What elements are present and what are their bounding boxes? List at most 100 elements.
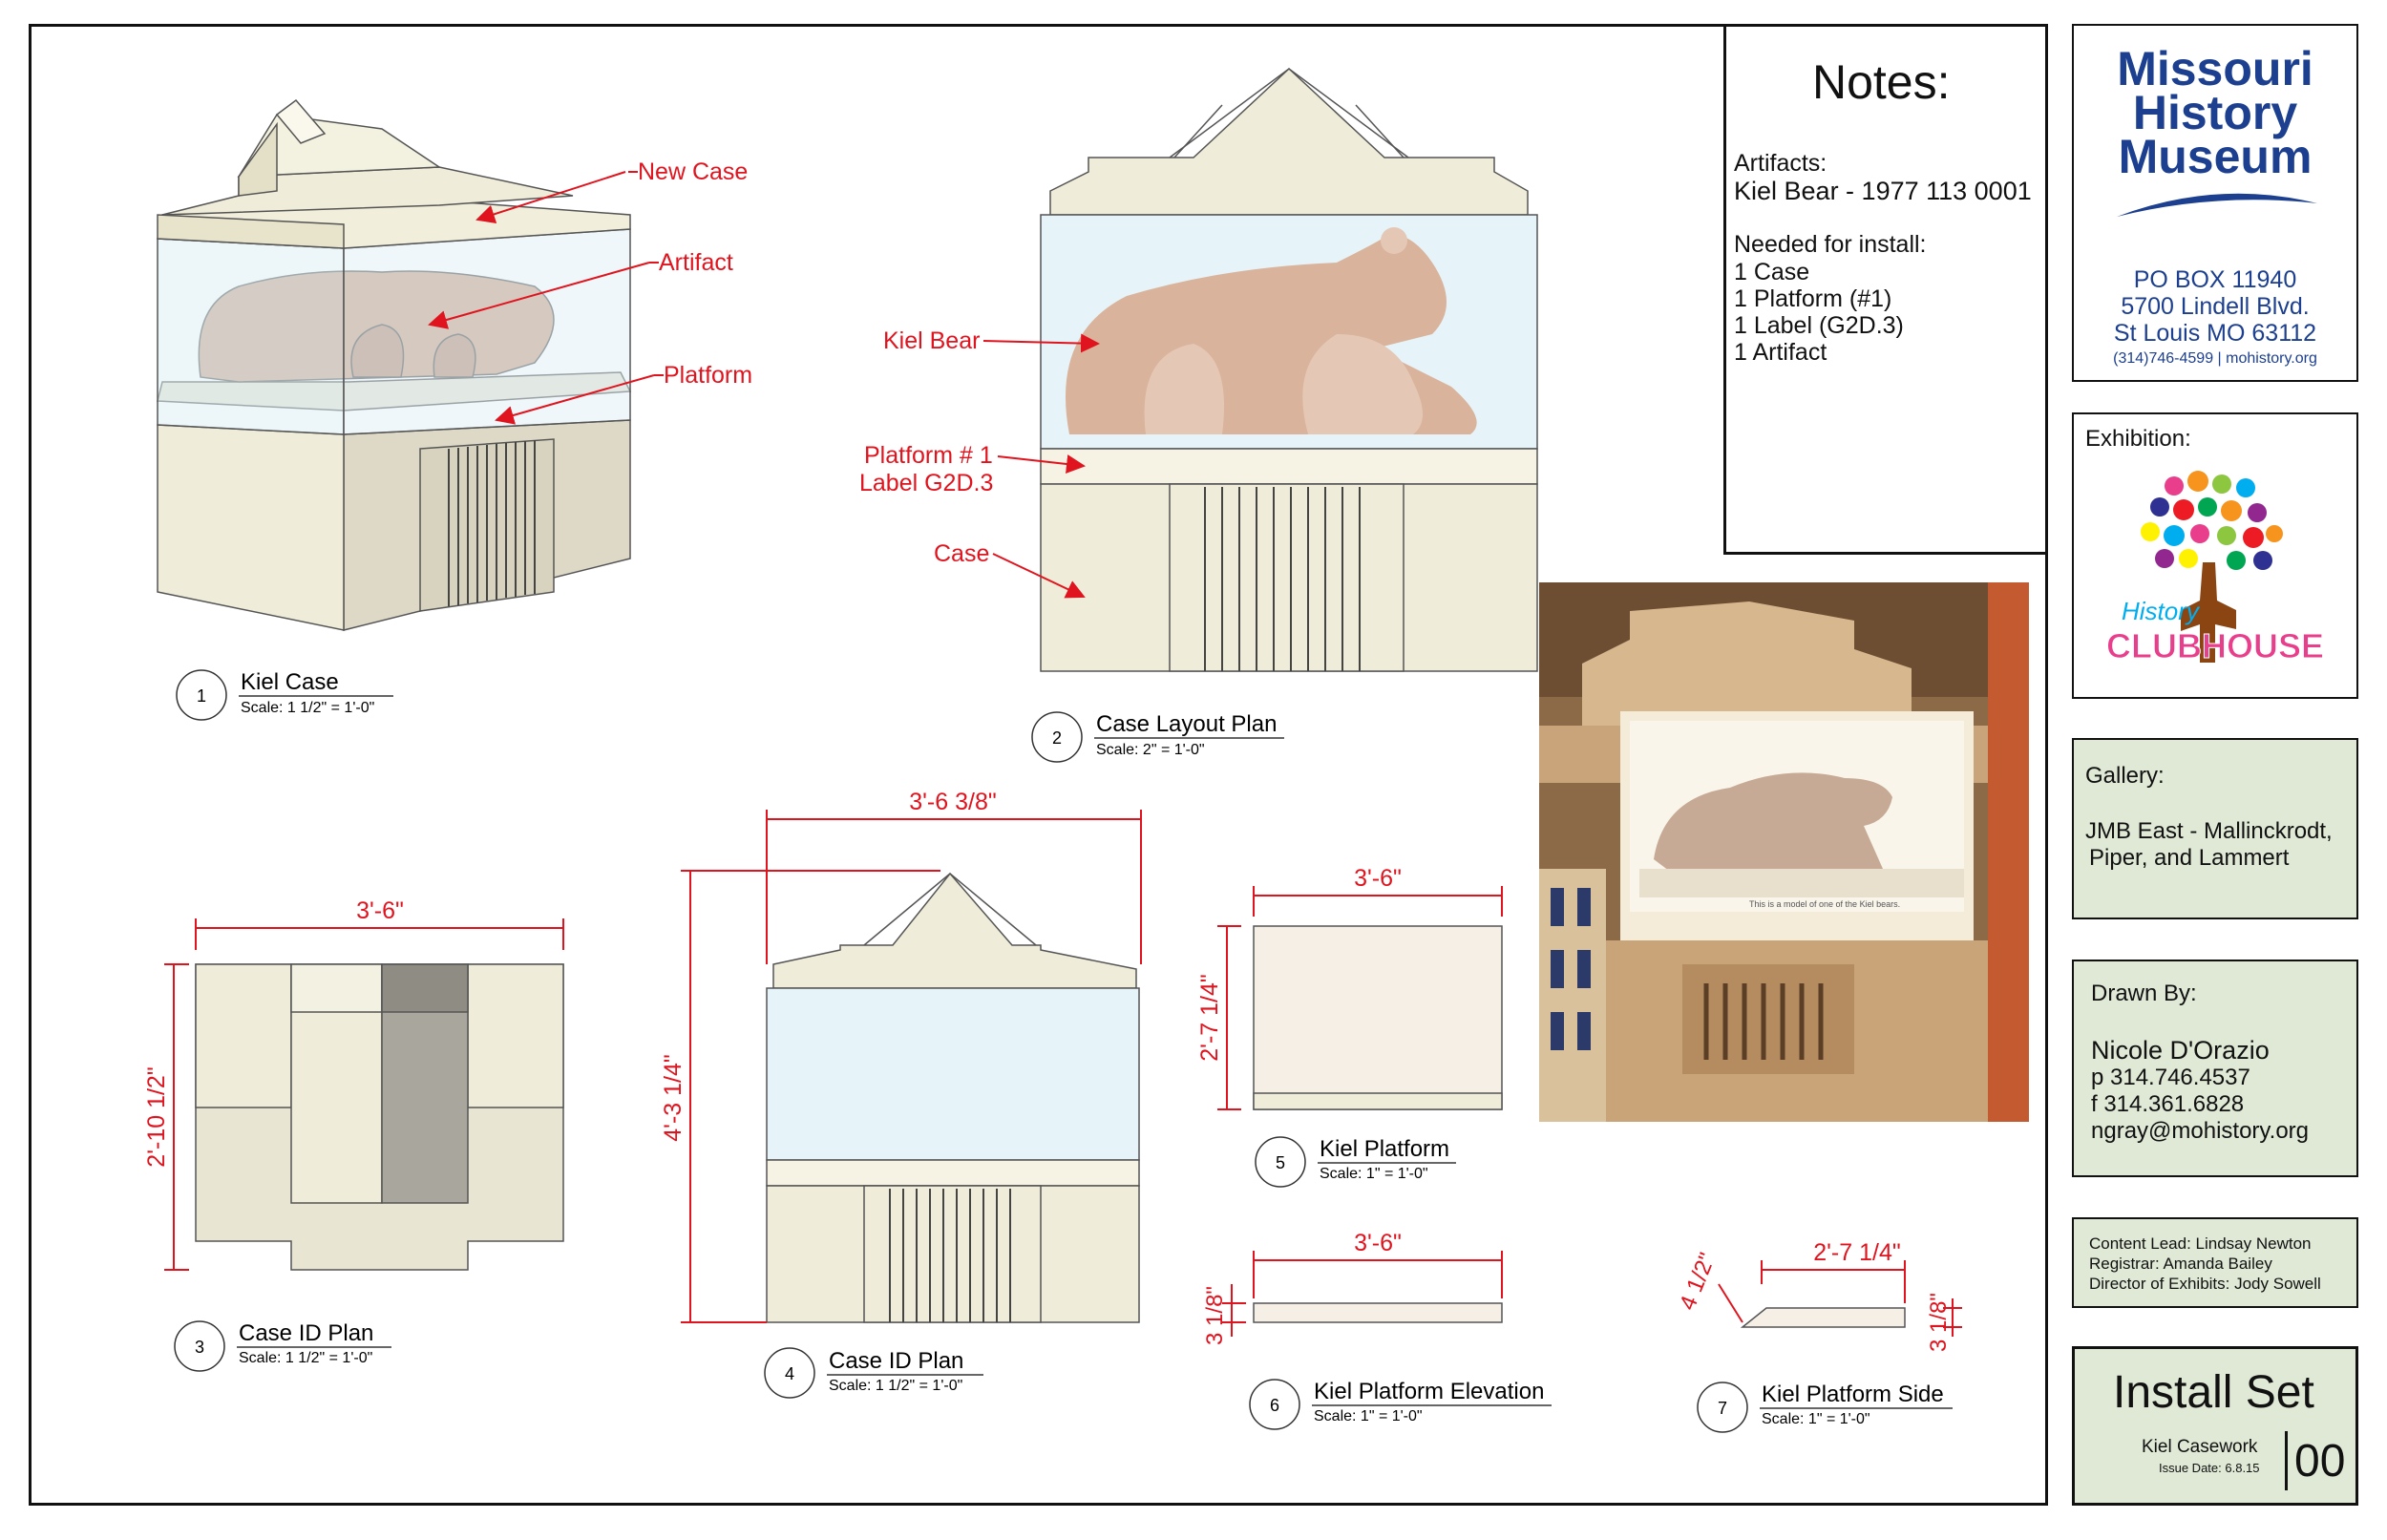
callout-artifact: Artifact: [659, 249, 733, 276]
svg-text:Case ID Plan: Case ID Plan: [829, 1348, 963, 1374]
callout-case: Case: [934, 540, 989, 567]
dim-v3-width: 3'-6": [356, 897, 404, 924]
callout-platform-number: Platform # 1: [864, 442, 993, 469]
notes-artifact: Kiel Bear - 1977 113 0001: [1734, 177, 2032, 205]
view4-dimensions: [681, 810, 1142, 1323]
callout-label-id: Label G2D.3: [859, 470, 993, 496]
view-title-1: 1 Kiel Case Scale: 1 1/2" = 1'-0": [176, 669, 393, 721]
notes-title: Notes:: [1812, 55, 1951, 109]
credit-line: Content Lead: Lindsay Newton: [2089, 1234, 2312, 1253]
museum-address-line: PO BOX 11940: [2133, 266, 2297, 293]
photo-label-text: This is a model of one of the Kiel bears…: [1749, 899, 1900, 909]
callout-platform: Platform: [664, 362, 752, 389]
dim-v4-height: 4'-3 1/4": [660, 1054, 687, 1141]
view3-case-id-plan: [195, 963, 564, 1271]
svg-text:Scale: 2" = 1'-0": Scale: 2" = 1'-0": [1096, 742, 1205, 758]
callout-new-case: New Case: [638, 158, 748, 185]
museum-address-line: 5700 Lindell Blvd.: [2121, 293, 2310, 320]
dim-v3-height: 2'-10 1/2": [143, 1066, 170, 1167]
svg-text:Case Layout Plan: Case Layout Plan: [1096, 711, 1277, 737]
view-title-6: 6 Kiel Platform Elevation Scale: 1" = 1'…: [1249, 1379, 1552, 1430]
museum-name-line: Museum: [2118, 130, 2313, 183]
view4-case-elevation: [766, 872, 1140, 1323]
dim-v6-width: 3'-6": [1354, 1230, 1402, 1256]
view1-isometric-case: [157, 98, 632, 631]
svg-text:Scale: 1" = 1'-0": Scale: 1" = 1'-0": [1314, 1408, 1423, 1424]
notes-box: Notes: Artifacts: Kiel Bear - 1977 113 0…: [1723, 24, 2048, 555]
drawn-by-label: Drawn By:: [2091, 981, 2197, 1006]
museum-name-line: Missouri: [2117, 42, 2313, 95]
svg-text:3: 3: [195, 1338, 204, 1357]
dim-v7-height: 3 1/8": [1926, 1293, 1952, 1352]
svg-text:4: 4: [785, 1364, 794, 1383]
gallery-line: Piper, and Lammert: [2089, 845, 2290, 871]
notes-artifacts-label: Artifacts:: [1734, 150, 1827, 177]
dim-v5-height: 2'-7 1/4": [1196, 974, 1223, 1061]
notes-item: 1 Case: [1734, 259, 1810, 285]
view-title-2: 2 Case Layout Plan Scale: 2" = 1'-0": [1031, 711, 1284, 763]
svg-text:7: 7: [1718, 1399, 1727, 1418]
museum-swoosh-icon: [2117, 193, 2317, 217]
credits-panel: Content Lead: Lindsay Newton Registrar: …: [2072, 1217, 2358, 1308]
view6-platform-elevation: [1253, 1302, 1503, 1323]
dim-v5-width: 3'-6": [1354, 865, 1402, 892]
notes-item: 1 Platform (#1): [1734, 285, 1892, 312]
svg-text:Scale: 1 1/2" = 1'-0": Scale: 1 1/2" = 1'-0": [829, 1378, 962, 1394]
install-number: 00: [2294, 1436, 2346, 1487]
svg-text:Scale: 1 1/2" = 1'-0": Scale: 1 1/2" = 1'-0": [241, 700, 374, 716]
history-clubhouse-logo-icon: History CLUBHOUSE: [2106, 471, 2325, 666]
svg-text:Kiel Platform Side: Kiel Platform Side: [1762, 1382, 1944, 1407]
svg-text:Scale: 1" = 1'-0": Scale: 1" = 1'-0": [1762, 1411, 1870, 1427]
install-subtitle: Kiel Casework: [2142, 1437, 2258, 1457]
svg-text:Kiel Platform: Kiel Platform: [1320, 1136, 1449, 1162]
drawn-by-phone: p 314.746.4537: [2091, 1065, 2250, 1090]
dim-v6-height: 3 1/8": [1202, 1286, 1228, 1345]
view-title-5: 5 Kiel Platform Scale: 1" = 1'-0": [1255, 1136, 1456, 1188]
drawing-frame: [29, 24, 2048, 1506]
view2-layout-plan: [1040, 67, 1538, 672]
credit-line: Registrar: Amanda Bailey: [2089, 1255, 2272, 1273]
svg-text:2: 2: [1052, 728, 1062, 748]
notes-needed-label: Needed for install:: [1734, 231, 1927, 258]
drawn-by-name: Nicole D'Orazio: [2091, 1036, 2270, 1065]
view7-dimensions: [1718, 1260, 1962, 1337]
svg-text:Kiel Platform Elevation: Kiel Platform Elevation: [1314, 1379, 1544, 1404]
svg-text:6: 6: [1270, 1396, 1279, 1415]
svg-text:Scale: 1" = 1'-0": Scale: 1" = 1'-0": [1320, 1166, 1428, 1182]
museum-panel: Missouri History Museum PO BOX 11940 570…: [2072, 24, 2358, 382]
view6-dimensions: [1222, 1251, 1503, 1337]
notes-item: 1 Label (G2D.3): [1734, 312, 1904, 339]
dim-v7-width: 2'-7 1/4": [1813, 1239, 1900, 1266]
install-divider: [2285, 1431, 2288, 1490]
dim-v4-width: 3'-6 3/8": [909, 789, 996, 815]
museum-address-line: St Louis MO 63112: [2113, 320, 2317, 347]
museum-contact: (314)746-4599 | mohistory.org: [2113, 350, 2317, 367]
install-set-panel: Install Set Kiel Casework Issue Date: 6.…: [2072, 1346, 2358, 1506]
svg-text:5: 5: [1276, 1153, 1285, 1172]
callout-kiel-bear: Kiel Bear: [883, 327, 980, 354]
museum-name-line: History: [2132, 86, 2298, 139]
exhibition-logo-word2: CLUBHOUSE: [2106, 626, 2324, 665]
view5-dimensions: [1217, 886, 1503, 1110]
install-title: Install Set: [2113, 1367, 2314, 1418]
svg-text:Scale: 1 1/2" = 1'-0": Scale: 1 1/2" = 1'-0": [239, 1350, 372, 1366]
exhibition-panel: Exhibition: History CLUBHOUSE: [2072, 412, 2358, 699]
notes-item: 1 Artifact: [1734, 339, 1827, 366]
view3-dimensions: [164, 918, 564, 1271]
svg-text:Case ID Plan: Case ID Plan: [239, 1320, 373, 1346]
drawn-by-panel: Drawn By: Nicole D'Orazio p 314.746.4537…: [2072, 960, 2358, 1177]
svg-text:Kiel Case: Kiel Case: [241, 669, 339, 695]
view-title-4: 4 Case ID Plan Scale: 1 1/2" = 1'-0": [764, 1347, 983, 1399]
gallery-panel: Gallery: JMB East - Mallinckrodt, Piper,…: [2072, 738, 2358, 919]
exhibition-label: Exhibition:: [2085, 426, 2191, 452]
gallery-line: JMB East - Mallinckrodt,: [2085, 818, 2333, 844]
dim-v7-chamfer: 4 1/2": [1675, 1249, 1721, 1314]
exhibition-logo-word1: History: [2122, 597, 2201, 625]
view5-platform: [1253, 925, 1503, 1110]
drawn-by-email: ngray@mohistory.org: [2091, 1118, 2309, 1144]
view-title-3: 3 Case ID Plan Scale: 1 1/2" = 1'-0": [174, 1320, 391, 1372]
view2-callouts: [982, 333, 1100, 599]
view7-platform-side: [1740, 1307, 1906, 1328]
view-title-7: 7 Kiel Platform Side Scale: 1" = 1'-0": [1697, 1382, 1953, 1433]
